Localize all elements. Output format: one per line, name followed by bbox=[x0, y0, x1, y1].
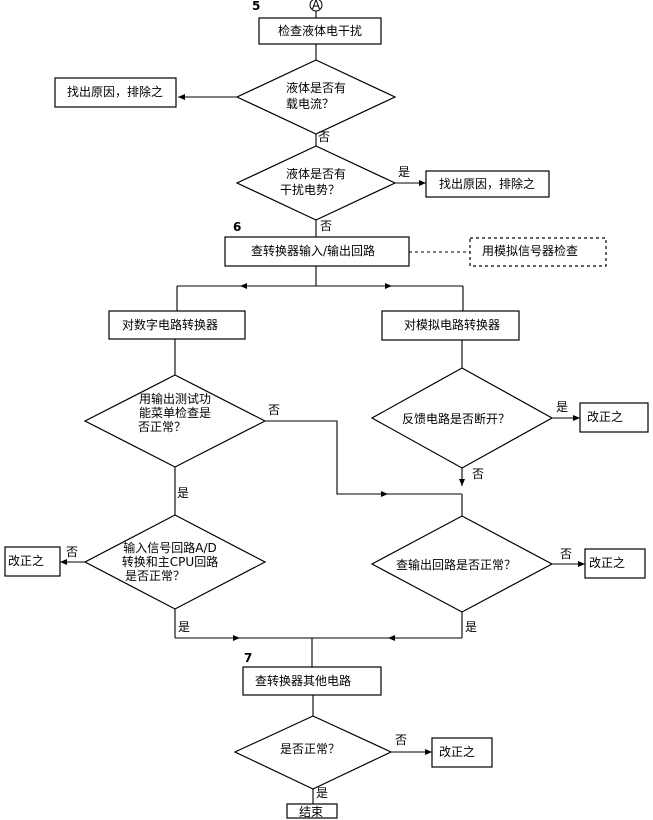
decision-emf-line1: 液体是否有 bbox=[286, 166, 346, 181]
end-label: 结束 bbox=[299, 805, 323, 819]
decision-input-line3: 是否正常？ bbox=[125, 569, 185, 583]
fix-final-box bbox=[431, 737, 493, 768]
edge bbox=[265, 420, 388, 497]
simulator-label: 用模拟信号器检查 bbox=[482, 243, 578, 258]
yes-label-menu: 是 bbox=[177, 486, 189, 500]
fix-cause-box-1 bbox=[54, 77, 177, 108]
decision-current-line1: 液体是否有 bbox=[286, 80, 346, 95]
decision-current-line2: 载电流？ bbox=[286, 97, 334, 111]
fix-output-label: 改正之 bbox=[589, 556, 625, 570]
no-label-input: 否 bbox=[66, 545, 78, 559]
fix-feedback-box bbox=[579, 402, 649, 433]
end-box bbox=[286, 803, 338, 819]
yes-label-input: 是 bbox=[178, 620, 190, 634]
check-liquid-label: 检查液体电干扰 bbox=[278, 23, 362, 38]
check-io-label: 查转换器输入/输出回路 bbox=[251, 243, 375, 258]
yes-label-output: 是 bbox=[465, 620, 477, 634]
fix-cause-box-2 bbox=[425, 170, 550, 198]
fix-output-box bbox=[584, 548, 646, 579]
no-label-menu: 否 bbox=[268, 403, 280, 417]
yes-label-emf: 是 bbox=[398, 165, 410, 179]
decision-input-line1: 输入信号回路A/D bbox=[123, 540, 217, 555]
decision-menu-line1: 用输出测试功 bbox=[139, 391, 211, 406]
decision-menu-line2: 能菜单检查是 bbox=[139, 405, 211, 420]
fix-input-box bbox=[4, 546, 61, 577]
digital-converter-label: 对数字电路转换器 bbox=[122, 317, 218, 332]
no-label-feedback: 否 bbox=[472, 467, 484, 481]
analog-converter-box bbox=[381, 310, 520, 341]
no-label-output: 否 bbox=[560, 547, 572, 561]
step-6-number: 6 bbox=[233, 220, 241, 234]
no-label-current: 否 bbox=[318, 130, 330, 144]
simulator-box bbox=[469, 237, 607, 267]
connector-a-label: A bbox=[312, 0, 321, 12]
decision-feedback-label: 反馈电路是否断开？ bbox=[402, 411, 510, 426]
fix-final-label: 改正之 bbox=[439, 745, 475, 759]
step-7-number: 7 bbox=[244, 651, 252, 665]
check-other-label: 查转换器其他电路 bbox=[255, 673, 351, 688]
yes-label-feedback: 是 bbox=[556, 400, 568, 414]
fix-cause-label-1: 找出原因，排除之 bbox=[67, 84, 163, 99]
check-other-box bbox=[242, 666, 382, 696]
no-label-emf: 否 bbox=[320, 219, 332, 233]
yes-label-normal: 是 bbox=[316, 786, 328, 800]
fix-input-label: 改正之 bbox=[8, 554, 44, 568]
decision-menu-line3: 否正常？ bbox=[138, 420, 186, 434]
fix-cause-label-2: 找出原因，排除之 bbox=[439, 176, 535, 191]
analog-converter-label: 对模拟电路转换器 bbox=[404, 317, 500, 332]
no-label-normal: 否 bbox=[395, 733, 407, 747]
decision-emf-line2: 干扰电势？ bbox=[280, 183, 340, 197]
fix-feedback-label: 改正之 bbox=[587, 410, 623, 424]
decision-output-label: 查输出回路是否正常？ bbox=[396, 557, 516, 572]
step-5-number: 5 bbox=[252, 0, 260, 13]
check-liquid-box bbox=[258, 17, 382, 45]
decision-normal-label: 是否正常？ bbox=[280, 742, 340, 756]
decision-input-line2: 转换和主CPU回路 bbox=[122, 554, 218, 569]
digital-converter-box bbox=[108, 310, 246, 340]
